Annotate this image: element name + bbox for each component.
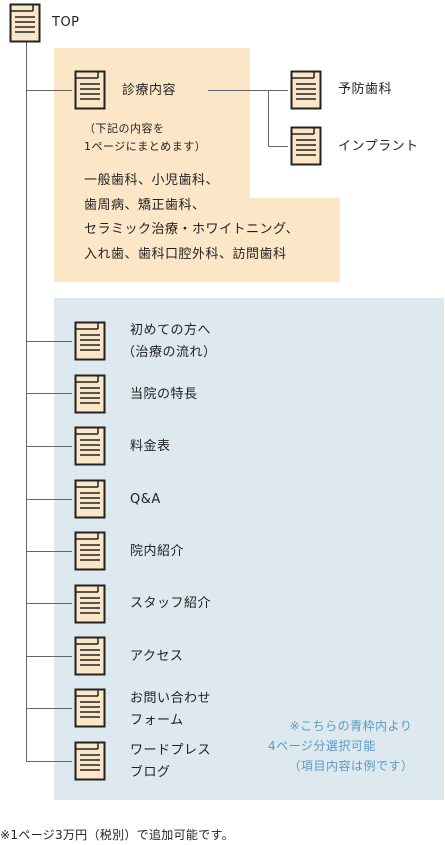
branch-opt-1: [26, 341, 72, 342]
branch-opt-6: [26, 603, 72, 604]
top-label: TOP: [52, 15, 80, 30]
footnote: ※1ページ3万円（税別）で追加可能です。: [0, 828, 234, 842]
page-facility: 院内紹介: [130, 544, 185, 559]
branch-treatment-vertical: [268, 90, 269, 146]
branch-opt-7: [26, 656, 72, 657]
document-icon: [74, 426, 106, 466]
optional-pages-box: [54, 298, 444, 800]
page-contact-line-1: お問い合わせ: [130, 691, 212, 706]
document-icon: [74, 741, 106, 781]
page-blog-line-1: ワードプレス: [130, 743, 212, 758]
branch-opt-9: [26, 761, 72, 762]
page-contact-line-2: フォーム: [130, 713, 184, 728]
document-icon: [74, 531, 106, 571]
treatment-group-box-wide: [54, 198, 340, 282]
selection-note: ※こちらの青枠内より 4ページ分選択可能 （項目内容は例です）: [260, 716, 442, 776]
branch-treatment: [26, 90, 72, 91]
treatment-note-line-1: （下記の内容を: [84, 122, 165, 135]
child-prevention-label: 予防歯科: [338, 82, 393, 97]
treatment-list-line-2: 歯周病、矯正歯科、: [84, 198, 206, 213]
selection-note-line-3: （項目内容は例です）: [288, 759, 414, 773]
selection-note-line-2: 4ページ分選択可能: [268, 739, 376, 753]
branch-treatment-implant: [268, 146, 288, 147]
document-icon: [74, 688, 106, 728]
branch-opt-4: [26, 499, 72, 500]
page-features: 当院の特長: [130, 387, 198, 402]
treatment-list-line-1: 一般歯科、小児歯科、: [84, 173, 220, 188]
branch-opt-5: [26, 551, 72, 552]
treatment-note-line-2: 1ページにまとめます）: [84, 140, 207, 153]
document-icon: [9, 3, 41, 43]
document-icon: [74, 479, 106, 519]
document-icon: [74, 584, 106, 624]
document-icon: [74, 70, 106, 110]
document-icon: [290, 70, 322, 110]
page-blog-line-2: ブログ: [130, 765, 171, 780]
branch-treatment-right: [208, 90, 288, 91]
main-trunk-line: [26, 42, 27, 762]
document-icon: [290, 126, 322, 166]
page-fees: 料金表: [130, 439, 171, 454]
document-icon: [74, 636, 106, 676]
page-first-visit-line-1: 初めての方へ: [130, 323, 212, 338]
treatment-list-line-4: 入れ歯、歯科口腔外科、訪問歯科: [84, 247, 287, 262]
page-faq: Q&A: [130, 492, 161, 507]
treatment-title: 診療内容: [122, 83, 177, 98]
page-first-visit-line-2: （治療の流れ）: [122, 345, 217, 360]
page-staff: スタッフ紹介: [130, 596, 212, 611]
child-implant-label: インプラント: [338, 139, 419, 154]
selection-note-line-1: ※こちらの青枠内より: [289, 719, 413, 733]
document-icon: [74, 374, 106, 414]
branch-opt-3: [26, 446, 72, 447]
branch-opt-2: [26, 393, 72, 394]
page-access: アクセス: [130, 649, 184, 664]
document-icon: [74, 321, 106, 361]
treatment-list-line-3: セラミック治療・ホワイトニング、: [84, 222, 300, 237]
branch-opt-8: [26, 708, 72, 709]
